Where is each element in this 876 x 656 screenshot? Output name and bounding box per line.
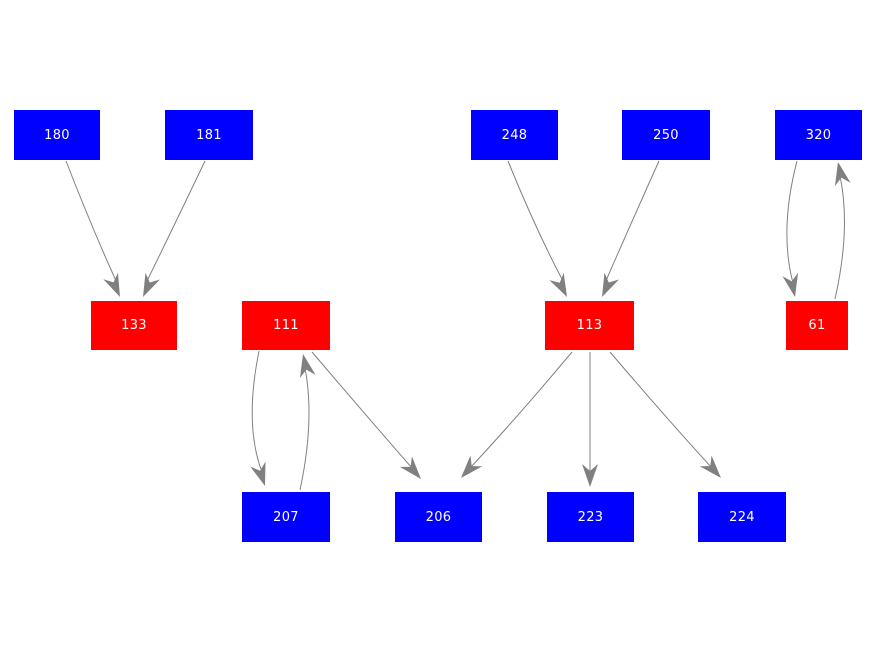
node-label: 223 (577, 509, 604, 525)
graph-node-250[interactable]: 250 (622, 110, 710, 160)
graph-node-206[interactable]: 206 (395, 492, 482, 542)
graph-edge (65, 160, 120, 297)
graph-node-113[interactable]: 113 (545, 301, 634, 350)
graph-node-61[interactable]: 61 (786, 301, 848, 350)
node-label: 250 (653, 127, 679, 143)
node-label: 61 (808, 318, 826, 333)
graph-edge (143, 160, 206, 297)
arrowhead-icon (582, 464, 598, 487)
graph-node-111[interactable]: 111 (242, 301, 330, 350)
graph-node-180[interactable]: 180 (14, 110, 100, 160)
node-label: 113 (576, 318, 603, 333)
arrowhead-icon (250, 461, 266, 486)
arrowhead-icon (461, 455, 483, 478)
node-label: 180 (44, 127, 70, 143)
graph-node-181[interactable]: 181 (165, 110, 253, 160)
graph-node-207[interactable]: 207 (242, 492, 330, 542)
node-label: 206 (425, 509, 452, 525)
graph-edge (311, 351, 421, 479)
graph-edge (461, 351, 573, 478)
graph-edge (602, 160, 660, 297)
arrowhead-icon (699, 455, 721, 478)
graph-node-320[interactable]: 320 (775, 110, 862, 160)
arrowhead-icon (103, 272, 120, 297)
arrowhead-icon (834, 162, 851, 187)
arrowhead-icon (602, 272, 619, 297)
graph-edge (834, 162, 851, 300)
graph-node-224[interactable]: 224 (698, 492, 786, 542)
graph-edge (582, 352, 598, 487)
graph-edge (609, 351, 721, 478)
arrowhead-icon (299, 354, 316, 379)
arrowhead-icon (143, 272, 160, 297)
node-label: 181 (196, 127, 222, 143)
graph-edge (250, 350, 266, 486)
graph-node-223[interactable]: 223 (547, 492, 634, 542)
graph-edge (299, 354, 316, 491)
arrowhead-icon (782, 272, 799, 297)
arrowhead-icon (399, 456, 421, 479)
graph-node-133[interactable]: 133 (91, 301, 177, 350)
node-label: 248 (501, 127, 528, 143)
graph-node-248[interactable]: 248 (471, 110, 558, 160)
node-label: 111 (273, 318, 299, 333)
graph-edge (507, 160, 567, 297)
graph-edge (782, 160, 799, 297)
node-label: 224 (729, 509, 755, 525)
node-label: 320 (805, 127, 832, 143)
node-label: 133 (121, 318, 147, 333)
node-label: 207 (273, 509, 299, 525)
arrowhead-icon (549, 272, 567, 297)
